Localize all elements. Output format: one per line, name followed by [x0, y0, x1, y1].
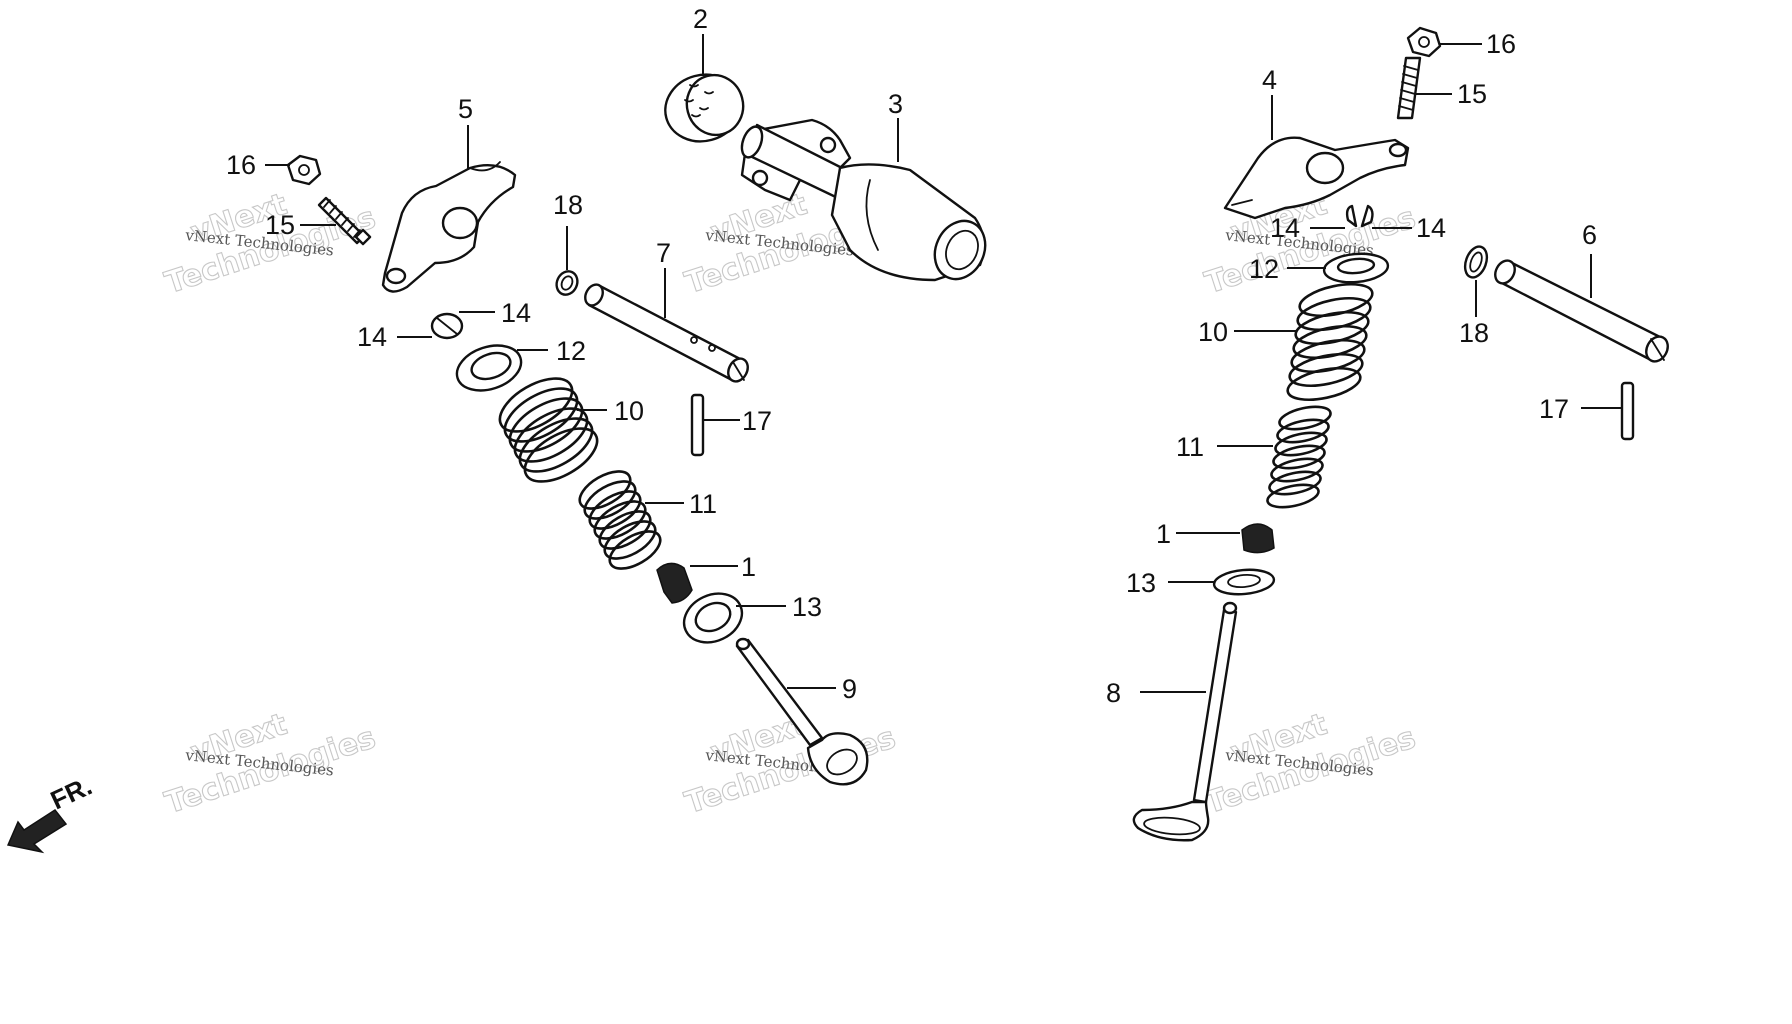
callout-2: 2	[693, 4, 708, 34]
outer-valve-spring-part-10-right	[1286, 282, 1374, 402]
front-direction-indicator: FR.	[6, 771, 97, 854]
callout-12-right: 12	[1249, 254, 1279, 284]
rocker-arm-part-4	[1223, 136, 1410, 220]
inner-valve-spring-part-11-left	[578, 470, 662, 570]
valve-stem-seal-part-1-right	[1241, 523, 1275, 554]
callout-14-left-a: 14	[357, 322, 387, 352]
dowel-pin-part-17-right	[1620, 381, 1635, 441]
callout-15-right: 15	[1457, 79, 1487, 109]
nut-part-16-right	[1406, 26, 1442, 58]
nut-part-16-left	[286, 154, 322, 186]
callout-group: 16 15 5 14 14 12 10 11 1 13 9 18 7 17 2 …	[226, 4, 1622, 708]
callout-17-left: 17	[742, 406, 772, 436]
o-ring-part-18-right	[1463, 245, 1489, 279]
valve-cotter-part-14-left	[430, 312, 464, 340]
watermark: vNext Technologies	[1200, 706, 1420, 821]
callout-13-left: 13	[792, 592, 822, 622]
watermark-group: vNext Technologies vNext Technologies vN…	[160, 186, 1420, 821]
valve-stem-seal-part-1-left	[656, 562, 693, 604]
rocker-arm-part-5	[381, 161, 517, 293]
callout-14-right-b: 14	[1416, 213, 1446, 243]
callout-6: 6	[1582, 220, 1597, 250]
front-arrow-icon	[6, 808, 68, 854]
o-ring-part-18-left	[555, 270, 579, 296]
valve-cotter-part-14-right	[1345, 204, 1374, 228]
seal-cup-part-2	[664, 73, 745, 143]
callout-12-left: 12	[556, 336, 586, 366]
callout-16-right: 16	[1486, 29, 1516, 59]
spring-seat-washer-part-13-left	[682, 592, 744, 644]
spring-retainer-part-12-left	[455, 344, 523, 392]
callout-14-left-b: 14	[501, 298, 531, 328]
callout-11-left: 11	[689, 489, 717, 519]
callout-7: 7	[656, 238, 671, 268]
callout-10-left: 10	[614, 396, 644, 426]
valve-part-9	[735, 637, 869, 786]
outer-valve-spring-part-10-left	[498, 377, 599, 483]
callout-10-right: 10	[1198, 317, 1228, 347]
callout-16-left: 16	[226, 150, 256, 180]
callout-13-right: 13	[1126, 568, 1156, 598]
callout-14-right-a: 14	[1270, 213, 1300, 243]
callout-15-left: 15	[265, 210, 295, 240]
dowel-pin-part-17-left	[690, 393, 705, 457]
callout-18-right: 18	[1459, 318, 1489, 348]
front-label: FR.	[46, 771, 97, 816]
rocker-shaft-part-6	[1494, 259, 1669, 363]
spring-retainer-part-12-right	[1322, 252, 1390, 284]
spring-seat-washer-part-13-right	[1212, 568, 1276, 596]
callout-9: 9	[842, 674, 857, 704]
callout-4: 4	[1262, 65, 1277, 95]
camshaft-part-3	[740, 118, 987, 282]
callout-3: 3	[888, 89, 903, 119]
callout-18-left: 18	[553, 190, 583, 220]
callout-8: 8	[1106, 678, 1121, 708]
watermark: vNext Technologies	[160, 706, 380, 821]
callout-17-right: 17	[1539, 394, 1569, 424]
inner-valve-spring-part-11-right	[1266, 405, 1332, 509]
rocker-shaft-part-7	[584, 283, 749, 383]
valve-part-8	[1132, 601, 1238, 842]
callout-1-left: 1	[741, 552, 756, 582]
callout-11-right: 11	[1176, 432, 1204, 462]
callout-1-right: 1	[1156, 519, 1171, 549]
adjusting-screw-part-15-left	[317, 196, 372, 246]
adjusting-screw-part-15-right	[1396, 56, 1422, 120]
callout-5: 5	[458, 94, 473, 124]
